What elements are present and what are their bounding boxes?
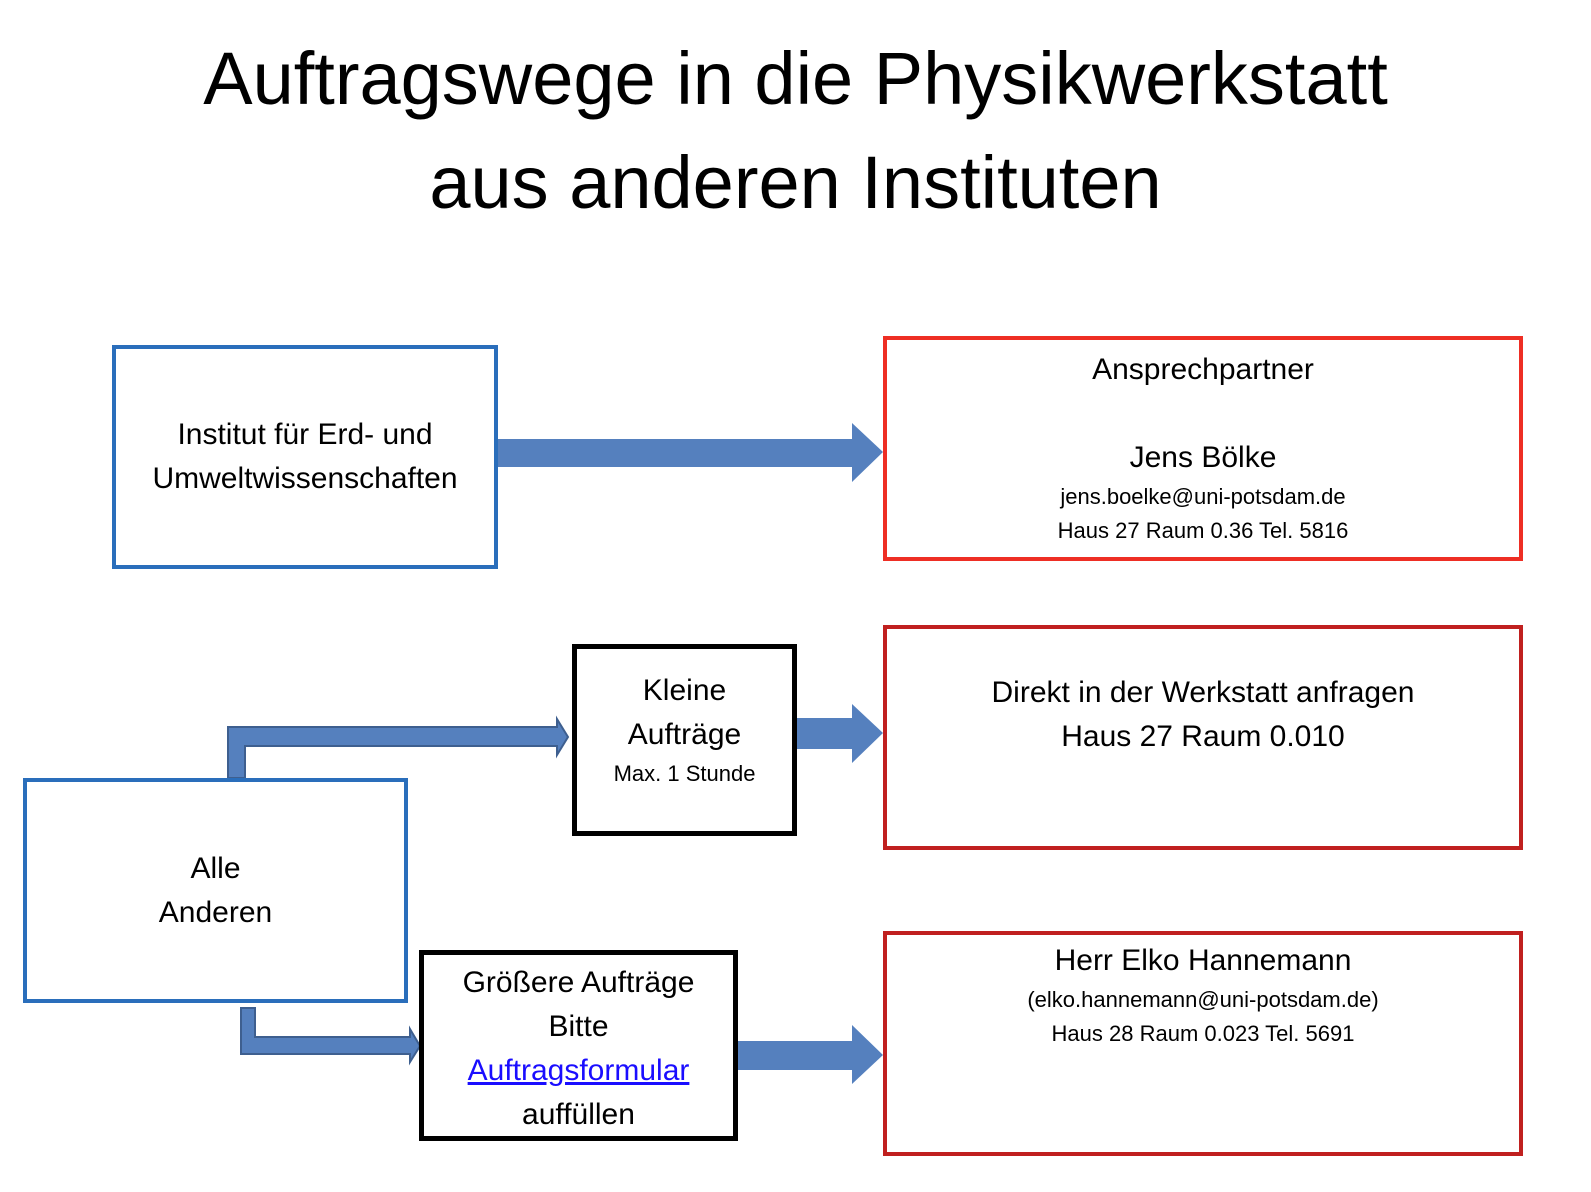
contact3-location: Haus 28 Raum 0.023 Tel. 5691 — [1051, 1021, 1355, 1046]
contact3-name: Herr Elko Hannemann — [1054, 944, 1352, 977]
institute-line2: Umweltwissenschaften — [152, 462, 458, 495]
others-box: Alle Anderen — [23, 778, 408, 1003]
others-line1: Alle — [190, 851, 241, 885]
contact-box-hannemann: Herr Elko Hannemann (elko.hannemann@uni-… — [883, 931, 1523, 1156]
workshop-line2: Haus 27 Raum 0.010 — [1061, 720, 1345, 753]
workshop-line1: Direkt in der Werkstatt anfragen — [991, 676, 1415, 709]
large-orders-line1: Größere Aufträge — [462, 966, 695, 999]
contact3-email[interactable]: (elko.hannemann@uni-potsdam.de) — [1027, 987, 1379, 1012]
contact-name: Jens Bölke — [1129, 441, 1277, 474]
institute-line1: Institut für Erd- und — [177, 418, 433, 451]
large-orders-line2: Bitte — [548, 1010, 609, 1043]
arrow-institute-to-contact — [498, 423, 883, 482]
small-orders-note: Max. 1 Stunde — [613, 761, 756, 786]
workshop-box: Direkt in der Werkstatt anfragen Haus 27… — [883, 625, 1523, 850]
bent-arrow-others-to-large — [240, 1007, 422, 1066]
contact-box-boelke: Ansprechpartner Jens Bölke jens.boelke@u… — [883, 336, 1523, 561]
others-line2: Anderen — [158, 895, 273, 929]
order-form-link[interactable]: Auftragsformular — [467, 1054, 690, 1087]
small-orders-line2: Aufträge — [627, 718, 742, 751]
large-orders-line3: auffüllen — [522, 1098, 635, 1131]
arrow-small-orders-to-workshop — [797, 704, 883, 763]
contact-heading: Ansprechpartner — [1092, 353, 1314, 386]
bent-arrow-others-to-small — [227, 715, 570, 779]
small-orders-box: Kleine Aufträge Max. 1 Stunde — [572, 644, 797, 836]
page-title-line2: aus anderen Instituten — [429, 141, 1162, 224]
small-orders-line1: Kleine — [642, 674, 727, 707]
contact-email[interactable]: jens.boelke@uni-potsdam.de — [1060, 484, 1346, 509]
arrow-large-orders-to-contact — [738, 1025, 883, 1084]
page-title-line1: Auftragswege in die Physikwerkstatt — [203, 37, 1388, 120]
large-orders-box: Größere Aufträge Bitte Auftragsformular … — [419, 950, 738, 1141]
contact-location: Haus 27 Raum 0.36 Tel. 5816 — [1057, 518, 1349, 543]
institute-box: Institut für Erd- und Umweltwissenschaft… — [112, 345, 498, 569]
